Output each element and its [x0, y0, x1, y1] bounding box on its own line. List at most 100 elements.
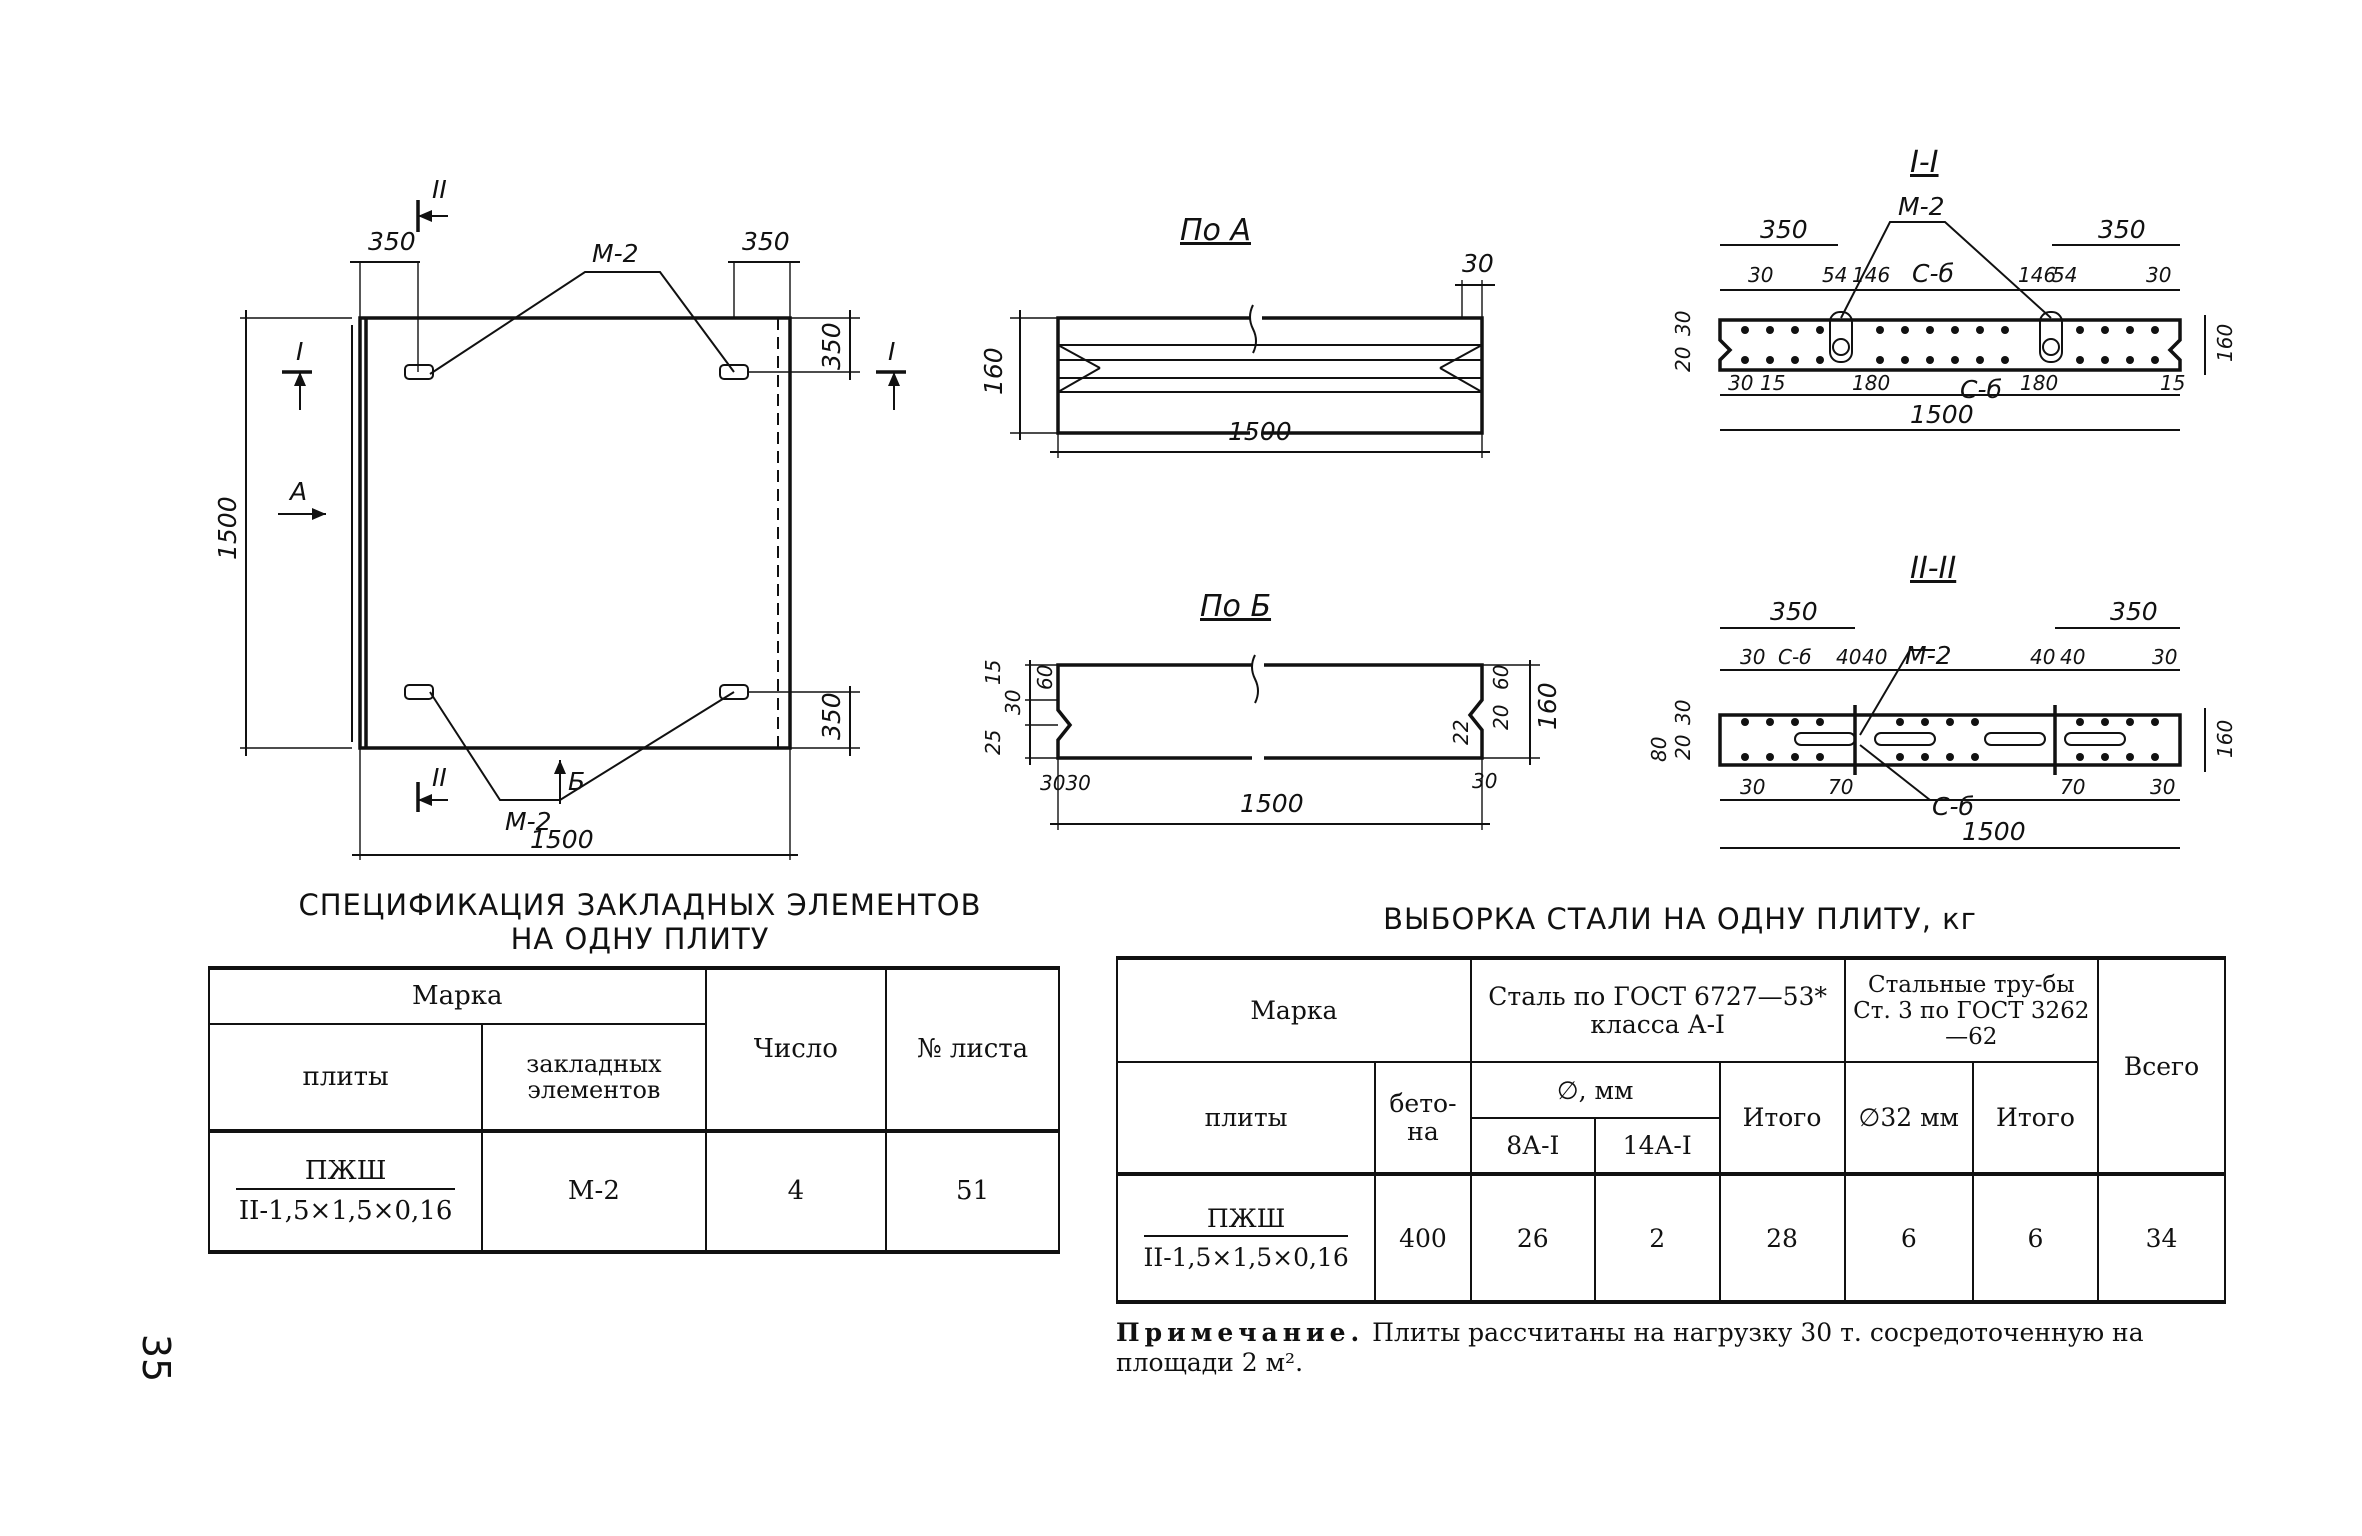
view-b-dim-20: 20	[1489, 705, 1513, 730]
section-2-d70: 70	[2060, 775, 2085, 799]
view-b-title: По Б	[1200, 589, 1271, 624]
steel-table: Марка Сталь по ГОСТ 6727—53* класса А-I …	[1115, 956, 2226, 1304]
steel-table-title: ВЫБОРКА СТАЛИ НА ОДНУ ПЛИТУ, кг	[1320, 902, 2040, 936]
spec-header-plates: плиты	[207, 1022, 484, 1132]
plan-dim-350: 350	[368, 227, 416, 256]
steel-header-itogo: Итого	[1718, 1061, 1846, 1175]
steel-row-pipe-itogo: 6	[1971, 1172, 2100, 1304]
view-a: По А 160 30 1500	[979, 213, 1495, 458]
view-b: По Б 15 30 25 60 160 60 20 22 30 3030 15…	[981, 589, 1562, 830]
steel-row-plate-bottom: II-1,5×1,5×0,16	[1143, 1243, 1349, 1272]
steel-header-diam: ∅, мм	[1469, 1061, 1721, 1119]
section-1-d146: 146	[1852, 263, 1890, 287]
section-2-d40: 40	[2030, 645, 2055, 669]
steel-header-total: Всего	[2097, 956, 2226, 1175]
plan-dim-350: 350	[817, 322, 846, 370]
view-b-dim-60: 60	[1033, 665, 1057, 690]
section-2-m2: М-2	[1905, 641, 1952, 670]
section-2-d80: 80	[1647, 737, 1671, 762]
section-1: I-I М-2 С-б С-б 350 350 30 54 146 146 54…	[1671, 145, 2237, 431]
note-text: Плиты рассчитаны на нагрузку 30 т. сосре…	[1116, 1318, 2144, 1377]
steel-title-text: ВЫБОРКА СТАЛИ НА ОДНУ ПЛИТУ, кг	[1383, 902, 1977, 936]
embed-m2	[404, 684, 434, 700]
technical-drawing: М-2 М-2 350 350 350 350 1500 1500 II	[213, 145, 2237, 860]
section-1-d146: 146	[2018, 263, 2056, 287]
view-mark-b: Б	[568, 767, 585, 796]
steel-header-d8: 8А-I	[1469, 1117, 1596, 1175]
section-2-d40: 40	[2060, 645, 2085, 669]
spec-title-line2: НА ОДНУ ПЛИТУ	[510, 922, 770, 956]
spec-header-sheet: № листа	[885, 966, 1060, 1132]
section-1-d180: 180	[2020, 371, 2058, 395]
view-a-title: По А	[1180, 213, 1251, 248]
spec-row-count: 4	[704, 1128, 888, 1255]
spec-title-line1: СПЕЦИФИКАЦИЯ ЗАКЛАДНЫХ ЭЛЕМЕНТОВ	[298, 888, 982, 922]
plan-dim-350: 350	[742, 227, 790, 256]
section-1-d20: 20	[1671, 347, 1695, 372]
section-2-d20: 20	[1671, 735, 1695, 760]
section-1-d15: 15	[2160, 371, 2185, 395]
page-number: 35	[134, 1333, 178, 1383]
view-b-dim-160: 160	[1533, 682, 1562, 730]
section-2-d40: 40	[1862, 645, 1887, 669]
steel-row-plate-top: ПЖШ	[1144, 1204, 1349, 1237]
plan-m2-label: М-2	[592, 239, 639, 268]
view-b-dim-3030: 3030	[1040, 771, 1091, 795]
section-2-d350: 350	[1770, 597, 1818, 626]
view-b-dim-22: 22	[1449, 720, 1473, 745]
plan-dim-1500: 1500	[530, 825, 594, 854]
spec-table-title: СПЕЦИФИКАЦИЯ ЗАКЛАДНЫХ ЭЛЕМЕНТОВ НА ОДНУ…	[260, 888, 1020, 956]
embed-m2	[404, 364, 434, 380]
plate-outline	[358, 316, 792, 750]
section-1-d30: 30	[2146, 263, 2171, 287]
steel-header-pipe-itogo: Итого	[1971, 1061, 2100, 1175]
spec-table: Марка Число № листа плиты закладных элем…	[207, 966, 1060, 1255]
section-2-d350: 350	[2110, 597, 2158, 626]
section-2-d40: 40	[1836, 645, 1861, 669]
section-1-d54: 54	[1822, 263, 1847, 287]
plan-dim-1500: 1500	[213, 496, 242, 560]
steel-header-gost: Сталь по ГОСТ 6727—53* класса А-I	[1469, 956, 1846, 1063]
section-mark-1: I	[888, 337, 895, 366]
view-b-dim: 30	[1001, 690, 1025, 715]
steel-header-plates: плиты	[1115, 1061, 1377, 1175]
view-mark-a: A	[288, 477, 307, 506]
steel-row-plate: ПЖШ II-1,5×1,5×0,16	[1115, 1172, 1377, 1304]
spec-row-plate-bottom: II-1,5×1,5×0,16	[238, 1196, 453, 1227]
section-2-title: II-II	[1910, 551, 1956, 586]
steel-row-itogo: 28	[1718, 1172, 1846, 1304]
section-2-d30: 30	[1671, 700, 1695, 725]
plan-dim-350: 350	[817, 692, 846, 740]
note: Примечание. Плиты рассчитаны на нагрузку…	[1116, 1318, 2226, 1378]
steel-row-pipe: 6	[1843, 1172, 1974, 1304]
section-1-d15: 15	[1760, 371, 1785, 395]
section-mark-2: II	[432, 763, 447, 792]
section-1-m2: М-2	[1898, 192, 1945, 221]
section-1-c6: С-б	[1960, 375, 2002, 404]
steel-header-pipes: Стальные тру-бы Ст. 3 по ГОСТ 3262—62	[1843, 956, 2100, 1063]
view-a-dim-1500: 1500	[1228, 417, 1292, 446]
section-2: II-II М-2 С-б С-б 350 350 30 40 40 40 40…	[1647, 551, 2237, 849]
section-2-d30: 30	[2152, 645, 2177, 669]
section-1-title: I-I	[1910, 145, 1939, 180]
section-2-d30: 30	[1740, 775, 1765, 799]
spec-row-plate: ПЖШ II-1,5×1,5×0,16	[207, 1128, 484, 1255]
section-2-d30: 30	[2150, 775, 2175, 799]
section-1-d160: 160	[2213, 324, 2237, 362]
section-2-d1500: 1500	[1962, 817, 2026, 846]
note-label: Примечание.	[1116, 1318, 1365, 1347]
spec-header-count: Число	[704, 966, 888, 1132]
spec-row-embedded: М-2	[481, 1128, 707, 1255]
spec-header-mark: Марка	[208, 966, 707, 1025]
section-1-d350: 350	[1760, 215, 1808, 244]
section-1-d1500: 1500	[1910, 400, 1974, 429]
section-1-d30: 30	[1728, 371, 1753, 395]
steel-header-pipe-diam: ∅32 мм	[1843, 1061, 1974, 1175]
steel-header-concrete: бето-на	[1374, 1061, 1472, 1175]
steel-header-mark: Марка	[1116, 956, 1472, 1063]
view-b-dim-30: 30	[1472, 769, 1497, 793]
section-1-c6: С-б	[1912, 259, 1954, 288]
view-a-dim-160: 160	[979, 347, 1008, 395]
section-1-d30: 30	[1748, 263, 1773, 287]
steel-row-concrete: 400	[1374, 1172, 1472, 1304]
